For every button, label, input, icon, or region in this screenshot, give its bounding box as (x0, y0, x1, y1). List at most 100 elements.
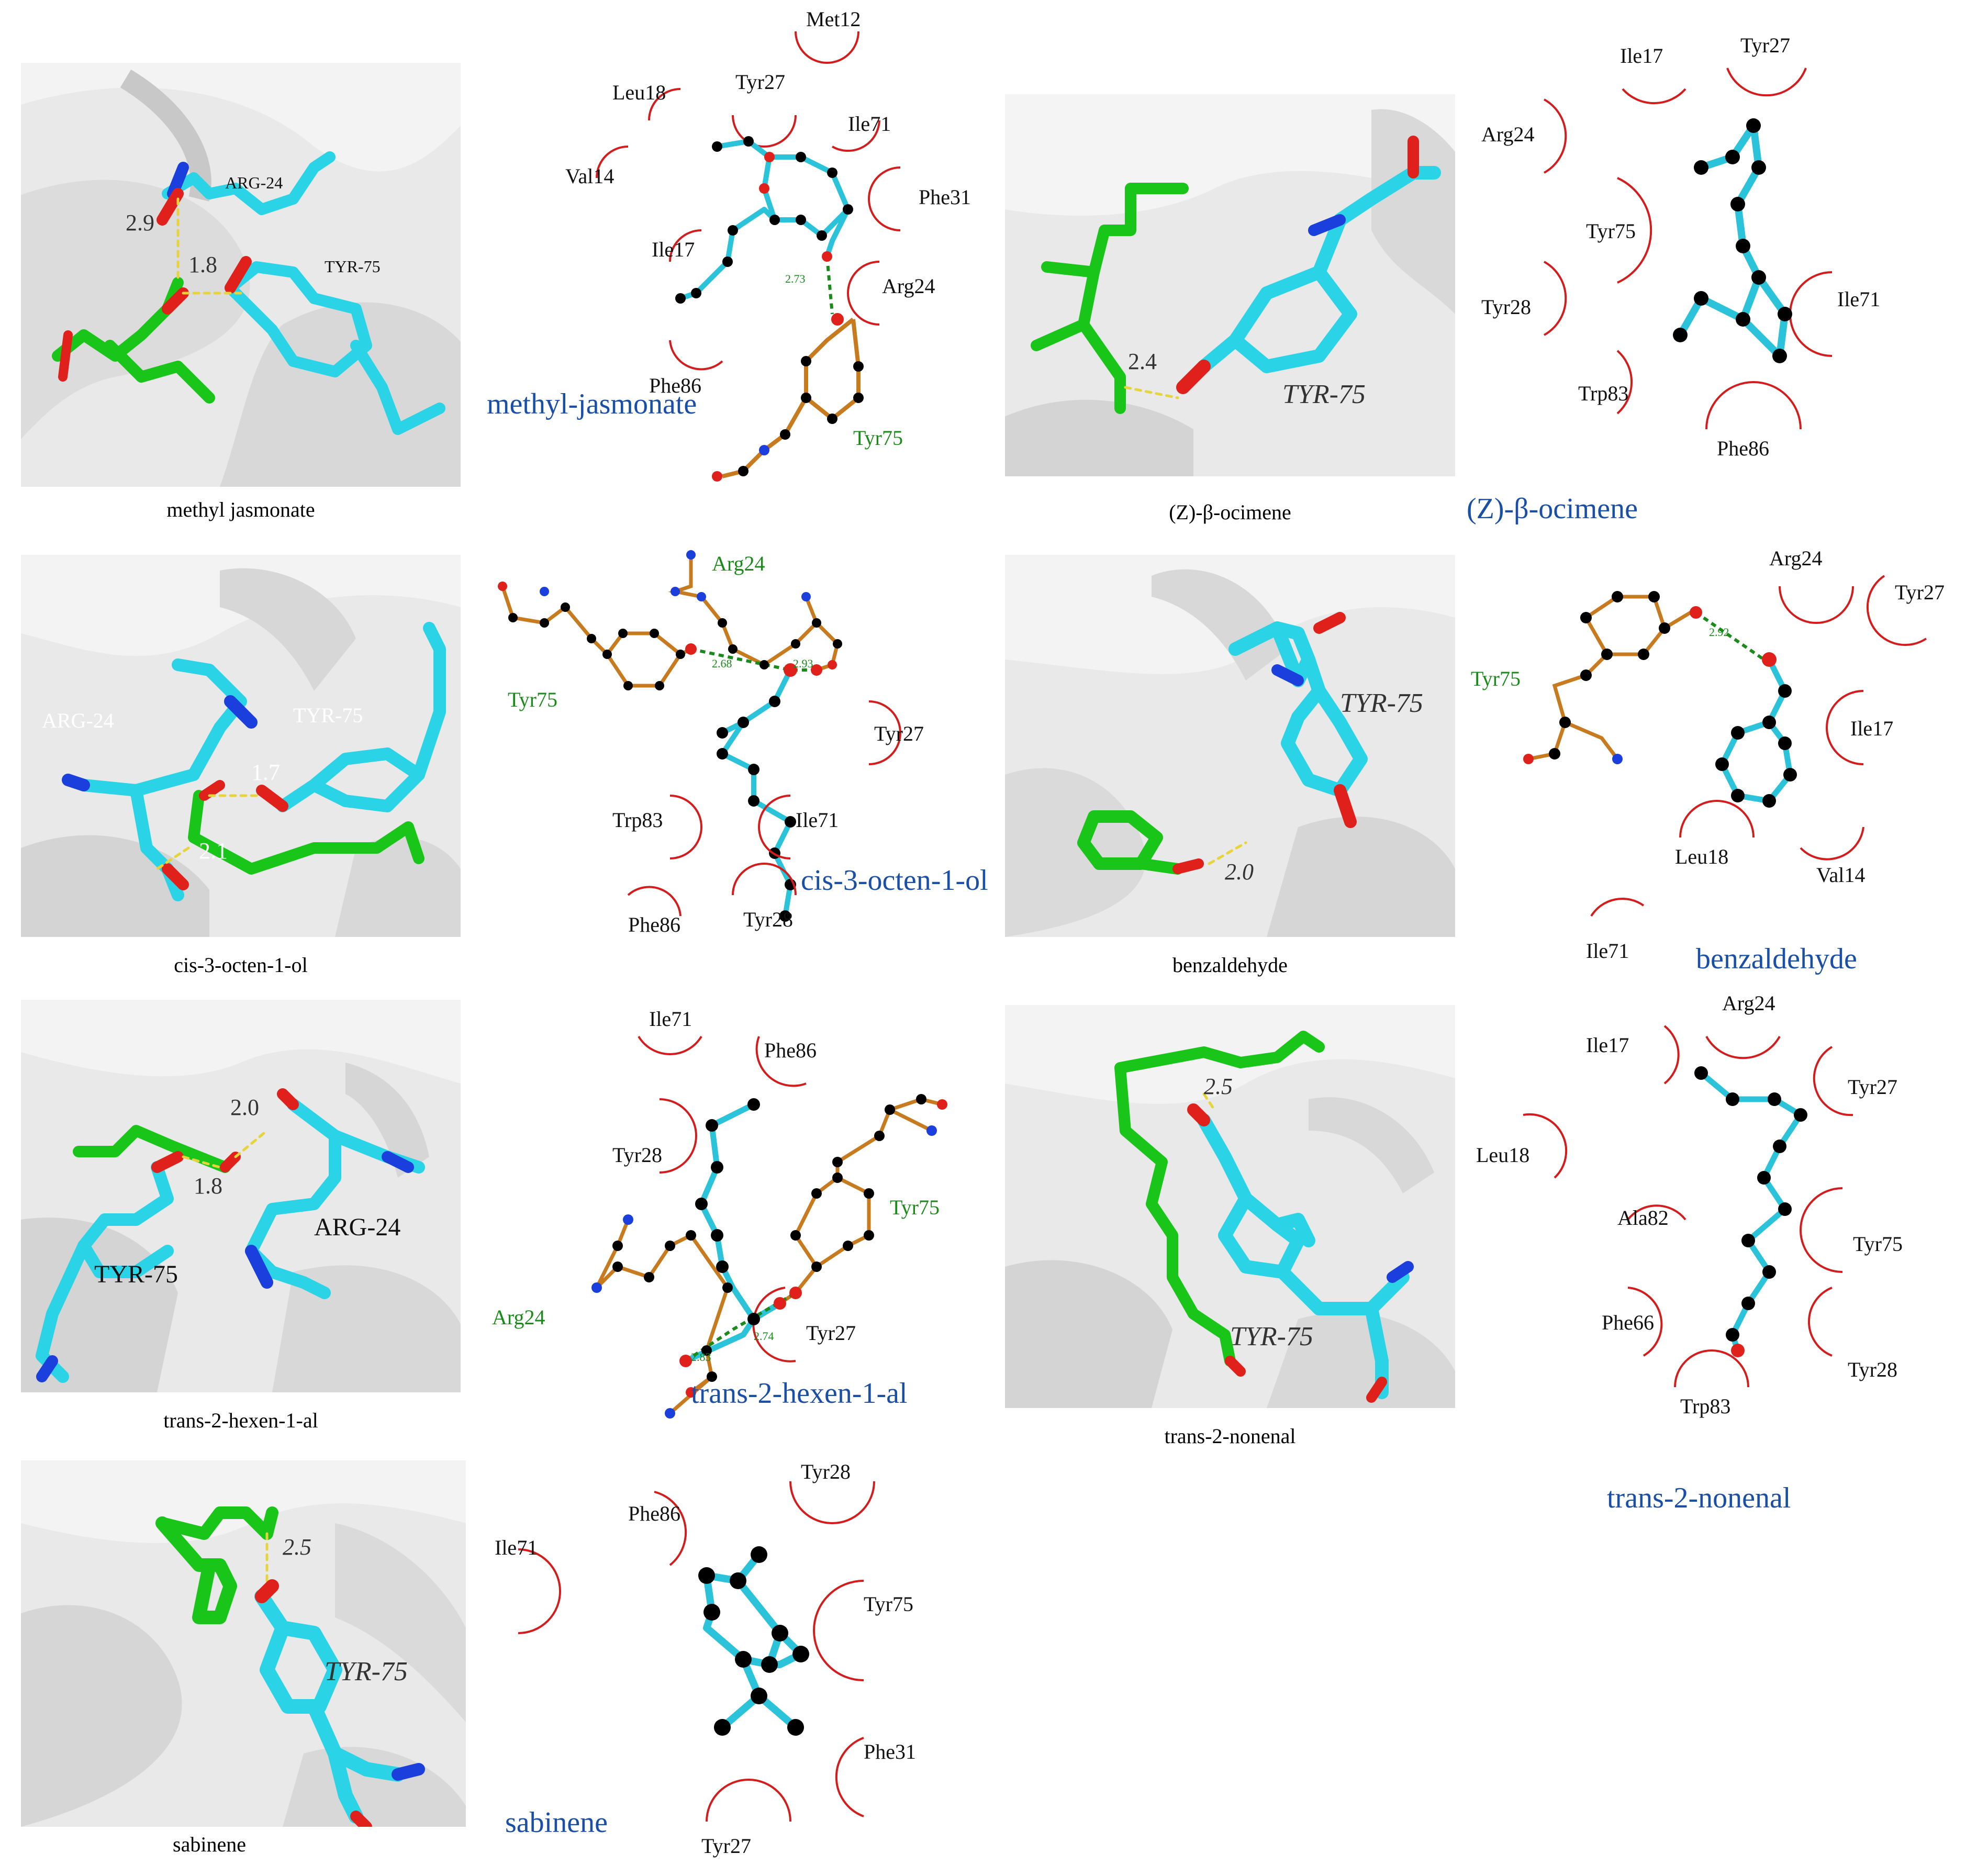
res-tyr28: Tyr28 (1848, 1358, 1897, 1381)
title-hexenal: trans-2-hexen-1-al (691, 1377, 908, 1410)
distance-1: 2.4 (1128, 349, 1157, 374)
res-tyr75-hbond: Tyr75 (853, 426, 903, 450)
interaction-map-octenol: Arg24 Tyr75 2.68 2.93 Tyr27 Trp83 Ile71 … (498, 550, 988, 936)
distance-2: 1.8 (194, 1173, 222, 1199)
docking-render-nonenal: 2.5 TYR-75 (1005, 1005, 1455, 1408)
res-ile17: Ile17 (1850, 717, 1893, 740)
panel-2d-benzaldehyde: Arg24 Tyr27 Ile17 Leu18 Val14 Ile71 2.92… (1466, 534, 1958, 984)
label-tyr-75: TYR-75 (1230, 1322, 1313, 1352)
res-leu18: Leu18 (612, 81, 666, 104)
distance-1: 2.0 (1225, 859, 1254, 885)
caption-benzaldehyde: benzaldehyde (1172, 953, 1288, 977)
res-arg24: Arg24 (882, 274, 935, 298)
interaction-map-nonenal: Arg24 Ile17 Tyr27 Leu18 Ala82 Tyr75 Phe6… (1476, 991, 1903, 1513)
hbond-distance: 2.92 (1709, 626, 1729, 639)
hbond-distance-1: 2.74 (754, 1330, 774, 1343)
res-phe86: Phe86 (764, 1038, 817, 1062)
res-tyr75: Tyr75 (864, 1592, 913, 1616)
res-arg24-hbond: Arg24 (712, 552, 765, 575)
res-tyr27: Tyr27 (1895, 580, 1945, 604)
docking-render-hexenal: 2.0 1.8 TYR-75 ARG-24 (21, 1000, 461, 1392)
res-ile17: Ile17 (1586, 1033, 1629, 1057)
panel-3d-sabinene: 2.5 TYR-75 (21, 1460, 466, 1827)
interaction-map-methyl-jasmonate: Met12 Leu18 Tyr27 Ile71 Val14 Phe31 Ile1… (487, 7, 971, 482)
res-tyr28: Tyr28 (612, 1143, 662, 1167)
res-tyr27: Tyr27 (735, 70, 785, 94)
res-tyr27: Tyr27 (701, 1834, 751, 1858)
docking-render-octenol: ARG-24 TYR-75 1.7 2.1 (21, 555, 461, 937)
panel-3d-octenol: ARG-24 TYR-75 1.7 2.1 (21, 555, 461, 937)
res-leu18: Leu18 (1675, 845, 1728, 868)
res-tyr75-hbond: Tyr75 (508, 688, 557, 711)
label-tyr-75: TYR-75 (94, 1260, 178, 1288)
distance-1: 2.5 (1204, 1074, 1233, 1099)
hbond-distance-2: 2.83 (691, 1350, 711, 1364)
title-nonenal: trans-2-nonenal (1607, 1482, 1791, 1513)
caption-hexenal: trans-2-hexen-1-al (163, 1409, 318, 1432)
caption-ocimene: (Z)-β-ocimene (1169, 500, 1291, 524)
res-tyr75-hbond: Tyr75 (890, 1196, 940, 1219)
res-val14: Val14 (565, 164, 614, 188)
docking-render-benzaldehyde: TYR-75 2.0 (1005, 555, 1455, 937)
label-tyr-75: TYR-75 (325, 257, 381, 276)
res-trp83: Trp83 (1680, 1394, 1730, 1418)
distance-1: 1.7 (251, 760, 280, 785)
label-arg-24: ARG-24 (225, 173, 283, 192)
title-sabinene: sabinene (505, 1806, 608, 1839)
res-ala82: Ala82 (1617, 1206, 1669, 1230)
res-phe66: Phe66 (1602, 1311, 1654, 1334)
res-tyr28: Tyr28 (743, 908, 793, 931)
interaction-map-benzaldehyde: Arg24 Tyr27 Ile17 Leu18 Val14 Ile71 2.92… (1471, 546, 1945, 975)
title-octenol: cis-3-octen-1-ol (801, 864, 988, 897)
docking-render-methyl-jasmonate: ARG-24 TYR-75 2.9 1.8 (21, 63, 461, 487)
res-ile71: Ile71 (796, 808, 839, 832)
panel-3d-benzaldehyde: TYR-75 2.0 (1005, 555, 1455, 937)
res-ile17: Ile17 (652, 238, 695, 261)
label-tyr-75: TYR-75 (325, 1657, 408, 1687)
res-arg24: Arg24 (1769, 546, 1822, 570)
res-met12: Met12 (806, 7, 861, 31)
res-arg24: Arg24 (1481, 122, 1534, 146)
panel-3d-hexenal: 2.0 1.8 TYR-75 ARG-24 (21, 1000, 461, 1392)
title-benzaldehyde: benzaldehyde (1696, 943, 1857, 975)
caption-nonenal: trans-2-nonenal (1164, 1424, 1296, 1448)
interaction-map-hexenal: Ile71 Phe86 Tyr28 Tyr27 (492, 1007, 947, 1419)
label-tyr-75: TYR-75 (1340, 688, 1423, 718)
distance-1: 2.9 (126, 210, 154, 236)
label-arg-24: ARG-24 (314, 1213, 400, 1241)
res-phe86: Phe86 (628, 913, 680, 936)
res-arg24-hbond: Arg24 (492, 1305, 545, 1329)
res-ile71: Ile71 (1837, 287, 1880, 311)
distance-1: 2.0 (230, 1095, 259, 1120)
distance-2: 2.1 (199, 838, 228, 864)
res-phe86: Phe86 (1717, 437, 1769, 460)
res-ile71: Ile71 (495, 1536, 538, 1559)
label-arg-24: ARG-24 (42, 709, 114, 732)
res-val14: Val14 (1816, 863, 1865, 887)
res-tyr27: Tyr27 (806, 1321, 856, 1345)
res-phe86: Phe86 (628, 1502, 680, 1525)
res-phe86: Phe86 (649, 374, 701, 397)
label-tyr-75: TYR-75 (293, 704, 363, 727)
res-tyr75-hbond: Tyr75 (1471, 667, 1521, 690)
hbond-distance: 2.73 (785, 272, 806, 285)
res-tyr28: Tyr28 (801, 1460, 851, 1483)
panel-2d-nonenal: Arg24 Ile17 Tyr27 Leu18 Ala82 Tyr75 Phe6… (1466, 989, 1958, 1513)
panel-2d-hexenal: Ile71 Phe86 Tyr28 Tyr27 (471, 995, 995, 1439)
res-ile17: Ile17 (1620, 44, 1663, 68)
res-tyr28: Tyr28 (1481, 295, 1531, 319)
res-tyr27: Tyr27 (1848, 1075, 1897, 1099)
title-methyl-jasmonate: methyl-jasmonate (487, 388, 697, 420)
panel-2d-sabinene: Tyr28 Phe86 Ile71 Tyr75 Phe31 Tyr27 sabi… (476, 1455, 963, 1869)
caption-octenol: cis-3-octen-1-ol (174, 953, 308, 977)
panel-2d-octenol: Arg24 Tyr75 2.68 2.93 Tyr27 Trp83 Ile71 … (471, 518, 995, 953)
docking-render-ocimene: 2.4 TYR-75 (1005, 94, 1455, 476)
res-trp83: Trp83 (1578, 382, 1628, 405)
res-ile71: Ile71 (1586, 939, 1629, 963)
docking-render-sabinene: 2.5 TYR-75 (21, 1460, 466, 1827)
panel-3d-nonenal: 2.5 TYR-75 (1005, 1005, 1455, 1408)
panel-2d-ocimene: Ile17 Tyr27 Arg24 Tyr75 Tyr28 Ile71 Trp8… (1466, 0, 1958, 529)
res-tyr27: Tyr27 (1740, 34, 1790, 57)
title-ocimene: (Z)-β-ocimene (1467, 493, 1638, 525)
label-tyr-75: TYR-75 (1282, 379, 1366, 409)
